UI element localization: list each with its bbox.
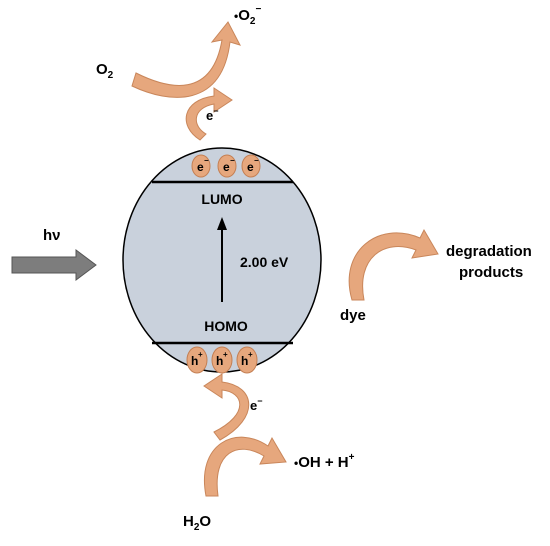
dye-degradation-arrow [348,228,439,301]
electron-label: e [247,160,254,174]
water-label: H2O [183,513,211,533]
electron-charge: − [204,156,209,165]
light-label: hν [43,227,61,244]
electron-carriers: e − e − e − [191,154,261,178]
electron-transfer-arrow-top [185,87,233,141]
electron-carrier: e − [191,154,211,178]
homo-label: HOMO [204,318,248,334]
band-gap-label: 2.00 eV [240,254,289,270]
water-oxidation-arrow [204,436,287,497]
electron-label-top: e− [206,106,219,123]
electron-label-bottom: e− [250,396,263,413]
degradation-products-label-1: degradation [446,243,532,260]
excitation-arrowhead [217,217,227,230]
light-arrow [11,249,97,281]
hole-charge: + [248,350,253,359]
hole-carrier: h + [211,346,233,374]
hole-label: h [216,354,223,368]
electron-label: e [223,160,230,174]
hole-carrier: h + [186,346,208,374]
hole-carrier: h + [236,346,258,374]
o2-reduction-arrow [131,21,241,98]
electron-charge: − [230,156,235,165]
electron-carrier: e − [217,154,237,178]
hole-charge: + [198,350,203,359]
lumo-label: LUMO [201,191,242,207]
hole-charge: + [223,350,228,359]
hole-carriers: h + h + h + [186,346,258,374]
electron-transfer-arrow-bottom [203,373,250,441]
hole-label: h [241,354,248,368]
hydroxyl-label: •OH + H+ [294,452,355,471]
electron-label: e [197,160,204,174]
degradation-products-label-2: products [459,264,523,281]
electron-charge: − [254,156,259,165]
o2-label: O2 [96,61,114,81]
dye-label: dye [340,307,366,324]
hole-label: h [191,354,198,368]
superoxide-label: •O2− [234,4,261,27]
electron-carrier: e − [241,154,261,178]
